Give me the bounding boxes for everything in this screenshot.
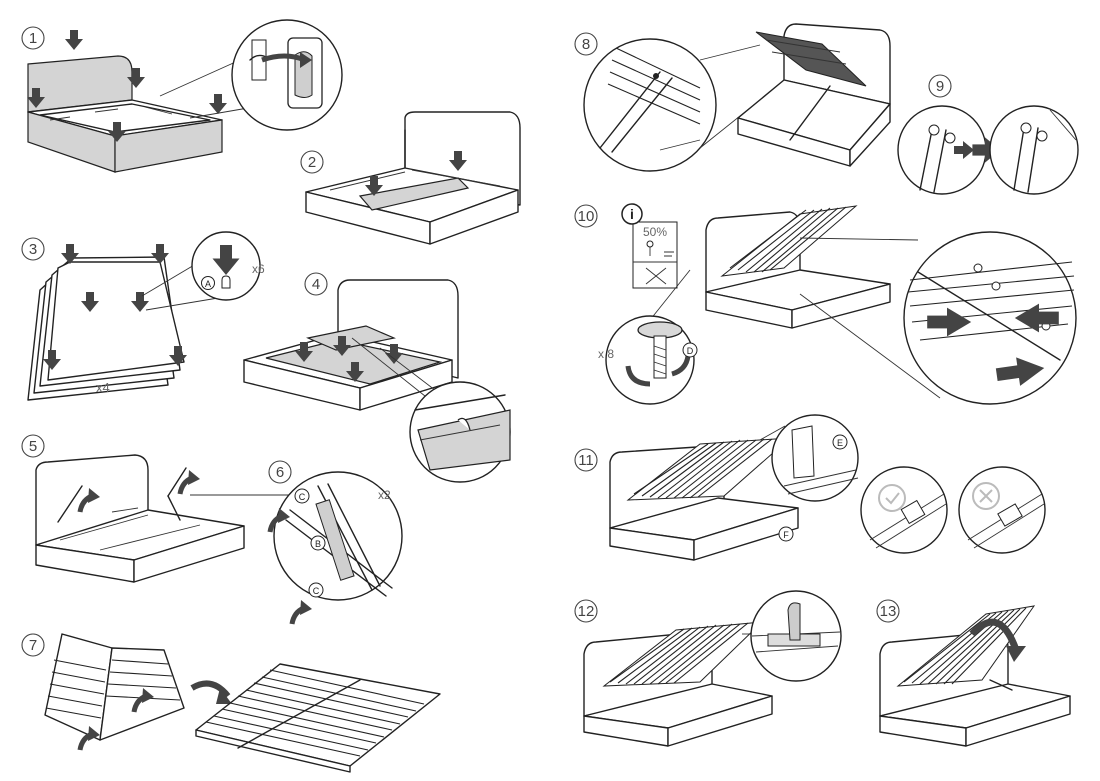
step-number: 1 <box>29 30 37 47</box>
step-8: 8 <box>574 23 891 172</box>
cross-icon <box>972 482 1000 510</box>
step-6: 6 C B C x2 <box>269 460 403 624</box>
flat-slats <box>205 669 425 757</box>
slat-base <box>609 622 749 685</box>
detail-bolt-circle <box>605 315 695 405</box>
step-3: 3 x4 A x6 <box>21 231 265 401</box>
part-label: B <box>315 539 321 549</box>
quantity-label: x6 <box>252 262 265 276</box>
quantity-label: x2 <box>378 488 391 502</box>
step-1: 1 <box>21 19 343 173</box>
step-number: 4 <box>312 276 320 293</box>
step-9: 9 <box>897 74 1079 195</box>
part-label: E <box>837 438 843 448</box>
slat-detail <box>607 47 701 125</box>
step-7: 7 <box>21 633 441 773</box>
part-label: C <box>313 586 320 596</box>
step-number: 8 <box>582 36 590 53</box>
folded-slats <box>45 659 181 719</box>
quantity-label: x 8 <box>598 347 614 361</box>
slat-base <box>633 438 773 499</box>
info-label: i <box>630 206 634 222</box>
detail-slat-circle <box>903 231 1077 405</box>
step-number: 12 <box>578 603 595 620</box>
step-number: 9 <box>936 78 944 95</box>
step-2: 2 <box>300 111 521 245</box>
step-number: 3 <box>29 241 37 258</box>
step-10: 10 i 50% D x 8 <box>574 203 1077 405</box>
step-12: 12 <box>574 590 842 747</box>
part-label: C <box>299 492 306 502</box>
detail-bracket-circle <box>231 19 343 131</box>
curved-arrow-icon <box>292 600 312 624</box>
curved-arrow-icon <box>1006 646 1026 662</box>
quantity-label: x4 <box>96 380 110 395</box>
step-number: 2 <box>308 154 316 171</box>
part-label: D <box>687 346 694 356</box>
step-4: 4 <box>243 272 511 483</box>
part-label: A <box>205 279 211 289</box>
step-13: 13 <box>876 599 1071 747</box>
check-icon <box>878 484 906 512</box>
step-number: 5 <box>29 438 37 455</box>
curved-arrow-icon <box>216 688 232 704</box>
step-number: 7 <box>29 637 37 654</box>
incorrect-detail-circle <box>958 466 1046 554</box>
step-number: 11 <box>578 452 594 469</box>
step-number: 6 <box>276 464 284 481</box>
step-number: 10 <box>578 208 595 225</box>
info-icon <box>621 203 643 225</box>
step-5: 5 <box>21 434 292 583</box>
step-number: 13 <box>880 603 897 620</box>
percent-label: 50% <box>643 225 667 239</box>
arrow-down-icon <box>65 30 83 50</box>
step-11: 11 F E <box>574 414 1046 561</box>
arrow-down-icon <box>209 94 227 114</box>
part-label: F <box>783 530 789 540</box>
